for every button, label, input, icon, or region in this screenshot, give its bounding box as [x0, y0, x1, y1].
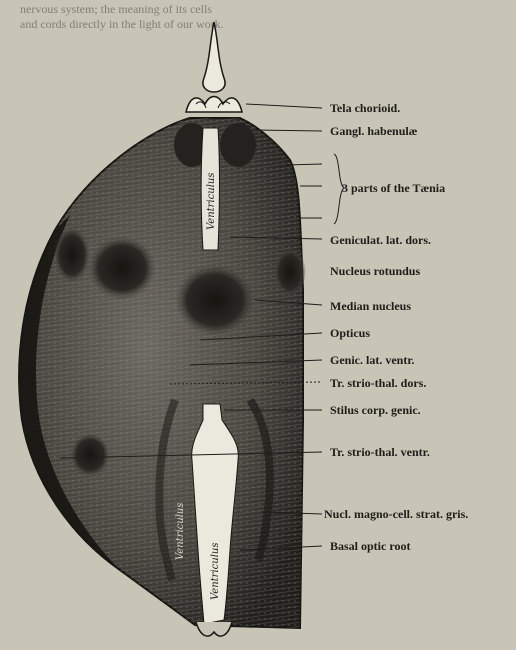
left-region-text: Ventriculus	[175, 503, 186, 560]
upper-ventricle-text: Ventriculus	[206, 173, 217, 230]
lower-left-nucleus	[70, 433, 110, 477]
label-tr-strio-thal-ventr: Tr. strio-thal. ventr.	[330, 445, 430, 459]
label-median-nucleus: Median nucleus	[330, 299, 411, 313]
label-geniculat-lat-dors: Geniculat. lat. dors.	[330, 233, 431, 247]
label-opticus: Opticus	[330, 326, 370, 340]
right-lateral-mass	[274, 248, 306, 296]
tela-stalk	[203, 22, 225, 92]
geniculate-lateral-mass	[88, 236, 156, 300]
label-gangl-habenulae: Gangl. habenulæ	[330, 124, 417, 138]
label-stilus-corp-genic: Stilus corp. genic.	[330, 403, 421, 417]
lower-ventricle-text: Ventriculus	[210, 543, 221, 600]
label-nucl-magno-cell: Nucl. magno-cell. strat. gris.	[324, 507, 468, 521]
label-genic-lat-ventr: Genic. lat. ventr.	[330, 353, 415, 367]
label-tr-strio-thal-dors: Tr. strio-thal. dors.	[330, 376, 426, 390]
label-basal-optic-root: Basal optic root	[330, 539, 410, 553]
nucleus-rotundus-mass	[175, 264, 255, 336]
tela-chorioid	[186, 97, 242, 113]
label-tela-chorioid: Tela chorioid.	[330, 101, 400, 115]
label-taenia: 3 parts of the Tænia	[342, 181, 445, 195]
habenular-right	[220, 123, 256, 167]
label-nucleus-rotundus: Nucleus rotundus	[330, 264, 420, 278]
left-lateral-mass	[54, 227, 90, 283]
